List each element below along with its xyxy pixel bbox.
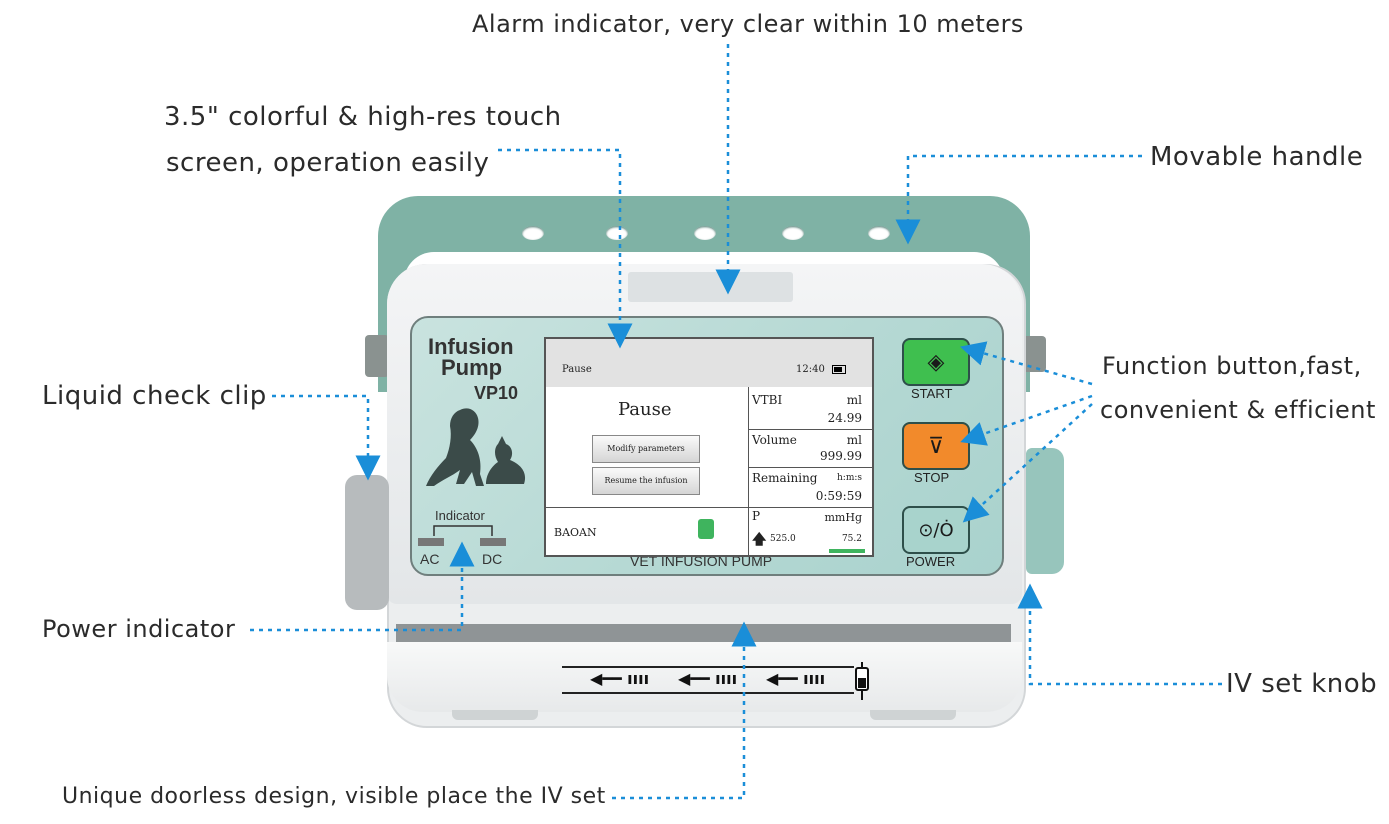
function-callout-line1: Function button,fast,	[1102, 352, 1362, 380]
handle-hole	[606, 226, 628, 240]
iv-bag-icon	[698, 519, 714, 539]
liquid-check-clip[interactable]	[345, 475, 389, 610]
handle-hole	[522, 226, 544, 240]
power-button[interactable]: ⊙/Ȯ	[902, 506, 970, 554]
stop-label: STOP	[914, 470, 950, 485]
remaining-label: Remaining	[752, 471, 818, 485]
vtbi-label: VTBI	[752, 393, 783, 407]
foot	[452, 710, 538, 720]
remaining-unit: h:m:s	[836, 473, 862, 483]
iv-channel	[396, 624, 1011, 644]
pressure-limit: 525.0	[770, 534, 796, 544]
start-button[interactable]: ◈	[902, 338, 970, 386]
power-icon: ⊙/Ȯ	[918, 519, 954, 541]
screen-callout-line2: screen, operation easily	[166, 148, 490, 178]
ac-label: AC	[420, 551, 440, 567]
footer-label: VET INFUSION PUMP	[630, 553, 773, 569]
handle-hole	[694, 226, 716, 240]
power-callout: Power indicator	[42, 615, 236, 643]
pressure-value: 75.2	[841, 534, 862, 544]
handle-hole	[868, 226, 890, 240]
flow-arrow-icon: ◀━━ ıııı	[678, 669, 738, 688]
screen-header	[546, 339, 872, 387]
clip-hinge	[365, 335, 389, 377]
pressure-limit-icon: 🡅	[752, 532, 767, 548]
knob-callout: IV set knob	[1226, 669, 1378, 699]
divider	[748, 387, 749, 555]
volume-label: Volume	[752, 433, 797, 447]
pressure-bar	[829, 549, 865, 553]
status-text: Pause	[562, 364, 592, 375]
model-label: VP10	[474, 383, 519, 403]
clip-callout: Liquid check clip	[42, 381, 267, 411]
pressure-unit: mmHg	[824, 511, 863, 524]
resume-infusion-button[interactable]: Resume the infusion	[592, 467, 700, 495]
indicator-label: Indicator	[435, 508, 485, 523]
power-label: POWER	[906, 554, 956, 569]
dc-label: DC	[482, 551, 503, 567]
pressure-label: P	[752, 509, 761, 523]
play-diamond-icon: ◈	[927, 349, 945, 375]
foot	[870, 710, 956, 720]
clock: 12:40	[796, 364, 825, 375]
doorless-callout: Unique doorless design, visible place th…	[62, 784, 606, 809]
vtbi-value: 24.99	[827, 411, 862, 425]
brand-line1: Infusion	[428, 334, 514, 359]
function-callout-line2: convenient & efficient	[1100, 396, 1376, 424]
stop-triangle-icon: ⊽	[927, 433, 945, 459]
touch-screen[interactable]: Pause 12:40 Pause Modify parameters Resu…	[544, 337, 874, 557]
screen-callout-line1: 3.5" colorful & high-res touch	[164, 102, 562, 132]
flow-arrow-icon: ◀━━ ıııı	[766, 669, 826, 688]
volume-unit: ml	[846, 433, 862, 447]
handle-callout: Movable handle	[1150, 142, 1364, 172]
volume-value: 999.99	[820, 449, 862, 463]
alarm-callout: Alarm indicator, very clear within 10 me…	[472, 10, 1024, 38]
divider	[546, 507, 872, 508]
flow-arrow-icon: ◀━━ ıııı	[590, 669, 650, 688]
remaining-value: 0:59:59	[815, 489, 862, 503]
handle-hole	[782, 226, 804, 240]
battery-icon	[832, 365, 846, 374]
stop-button[interactable]: ⊽	[902, 422, 970, 470]
drip-chamber-icon	[855, 662, 869, 700]
alarm-indicator	[628, 272, 793, 302]
modify-parameters-button[interactable]: Modify parameters	[592, 435, 700, 463]
power-indicator-lights	[418, 525, 506, 546]
start-label: START	[911, 386, 953, 401]
divider	[748, 467, 872, 468]
screen-title: Pause	[618, 399, 672, 420]
brand-line2: Pump	[441, 355, 503, 380]
dog-cat-silhouette-icon	[426, 408, 526, 486]
vtbi-unit: ml	[846, 393, 862, 407]
divider	[748, 429, 872, 430]
iv-set-knob[interactable]	[1026, 448, 1064, 574]
screen-brand: BAOAN	[554, 526, 597, 539]
